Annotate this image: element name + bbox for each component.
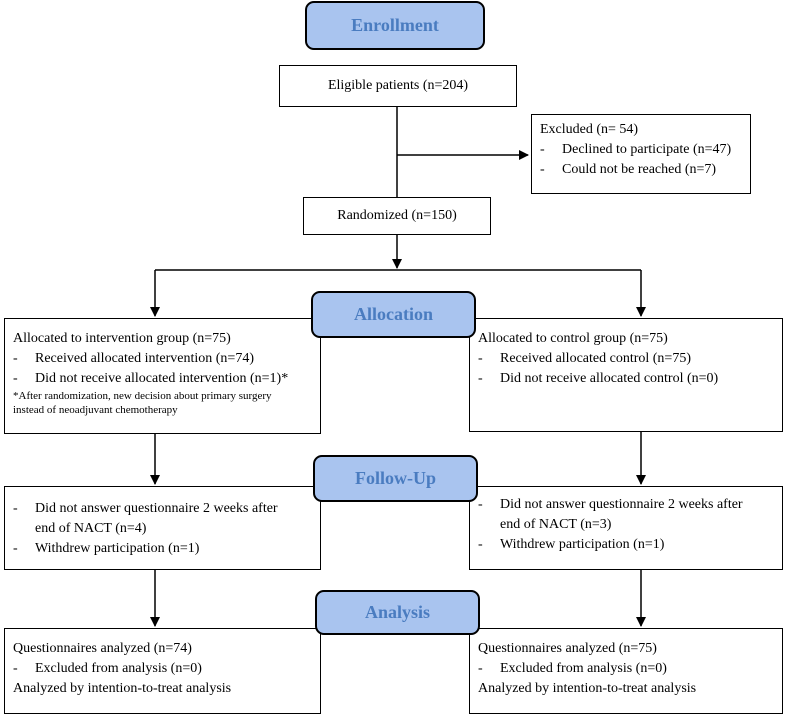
dash: -: [13, 541, 18, 556]
dash: -: [13, 501, 18, 516]
control-allocation-title: Allocated to control group (n=75): [478, 331, 668, 346]
control-analysis-item: - Excluded from analysis (n=0): [478, 659, 774, 679]
dash: -: [478, 371, 483, 386]
control-allocation-item: - Did not receive allocated control (n=0…: [478, 369, 774, 389]
dash: -: [13, 351, 18, 366]
excluded-item-label: Could not be reached (n=7): [562, 162, 717, 177]
dash: -: [478, 351, 483, 366]
intervention-footnote-line1: *After randomization, new decision about…: [13, 390, 272, 402]
control-allocation-item-label: Received allocated control (n=75): [500, 351, 691, 366]
intervention-allocation-title: Allocated to intervention group (n=75): [13, 331, 231, 346]
stage-enrollment: Enrollment: [305, 1, 485, 50]
intervention-followup-item-label: Did not answer questionnaire 2 weeks aft…: [35, 501, 278, 516]
stage-allocation-label: Allocation: [354, 304, 433, 324]
stage-enrollment-label: Enrollment: [351, 15, 439, 35]
control-allocation-box: Allocated to control group (n=75) - Rece…: [469, 318, 783, 432]
control-analysis-footer: Analyzed by intention-to-treat analysis: [478, 681, 697, 696]
intervention-followup-box: - Did not answer questionnaire 2 weeks a…: [4, 486, 321, 570]
stage-followup-label: Follow-Up: [355, 468, 436, 488]
stage-analysis: Analysis: [315, 590, 480, 635]
stage-analysis-label: Analysis: [364, 602, 431, 622]
control-followup-item-label: end of NACT (n=3): [500, 517, 612, 532]
excluded-item: - Could not be reached (n=7): [540, 160, 742, 180]
dash: -: [478, 661, 483, 676]
excluded-title: Excluded (n= 54): [540, 122, 639, 137]
intervention-allocation-item: - Received allocated intervention (n=74): [13, 349, 312, 369]
stage-allocation: Allocation: [311, 291, 476, 338]
intervention-allocation-box: Allocated to intervention group (n=75) -…: [4, 318, 321, 434]
excluded-item: - Declined to participate (n=47): [540, 140, 742, 160]
dash: -: [540, 142, 545, 157]
control-allocation-item: - Received allocated control (n=75): [478, 349, 774, 369]
control-followup-item: - Withdrew participation (n=1): [478, 535, 774, 555]
intervention-analysis-box: Questionnaires analyzed (n=74) - Exclude…: [4, 628, 321, 714]
intervention-footnote-line2: instead of neoadjuvant chemotherapy: [13, 404, 178, 416]
intervention-analysis-title: Questionnaires analyzed (n=74): [13, 641, 192, 656]
control-allocation-item-label: Did not receive allocated control (n=0): [500, 371, 719, 386]
intervention-analysis-item-label: Excluded from analysis (n=0): [35, 661, 202, 676]
randomized-label: Randomized (n=150): [337, 208, 457, 223]
control-followup-item-label: Did not answer questionnaire 2 weeks aft…: [500, 497, 743, 512]
control-followup-box: - Did not answer questionnaire 2 weeks a…: [469, 486, 783, 570]
dash: -: [478, 537, 483, 552]
dash: -: [13, 661, 18, 676]
control-analysis-box: Questionnaires analyzed (n=75) - Exclude…: [469, 628, 783, 714]
excluded-item-label: Declined to participate (n=47): [562, 142, 732, 157]
control-followup-item: - Did not answer questionnaire 2 weeks a…: [478, 495, 774, 515]
intervention-analysis-footer: Analyzed by intention-to-treat analysis: [13, 681, 232, 696]
intervention-followup-item-continued: end of NACT (n=4): [13, 519, 312, 539]
dash: -: [13, 371, 18, 386]
control-analysis-title: Questionnaires analyzed (n=75): [478, 641, 657, 656]
intervention-followup-item-label: end of NACT (n=4): [35, 521, 147, 536]
intervention-followup-item: - Did not answer questionnaire 2 weeks a…: [13, 499, 312, 519]
intervention-allocation-item-label: Did not receive allocated intervention (…: [35, 371, 289, 386]
control-followup-item-continued: end of NACT (n=3): [478, 515, 774, 535]
eligible-patients-label: Eligible patients (n=204): [327, 78, 469, 93]
dash: -: [540, 162, 545, 177]
intervention-allocation-item: - Did not receive allocated intervention…: [13, 369, 312, 389]
intervention-followup-item-label: Withdrew participation (n=1): [35, 541, 200, 556]
control-analysis-item-label: Excluded from analysis (n=0): [500, 661, 667, 676]
dash: -: [478, 497, 483, 512]
excluded-box: Excluded (n= 54) - Declined to participa…: [531, 114, 751, 194]
control-followup-item-label: Withdrew participation (n=1): [500, 537, 665, 552]
randomized-box: Randomized (n=150): [303, 197, 491, 235]
intervention-followup-item: - Withdrew participation (n=1): [13, 539, 312, 559]
eligible-patients-box: Eligible patients (n=204): [279, 65, 517, 107]
intervention-analysis-item: - Excluded from analysis (n=0): [13, 659, 312, 679]
stage-followup: Follow-Up: [313, 455, 478, 502]
intervention-allocation-item-label: Received allocated intervention (n=74): [35, 351, 254, 366]
